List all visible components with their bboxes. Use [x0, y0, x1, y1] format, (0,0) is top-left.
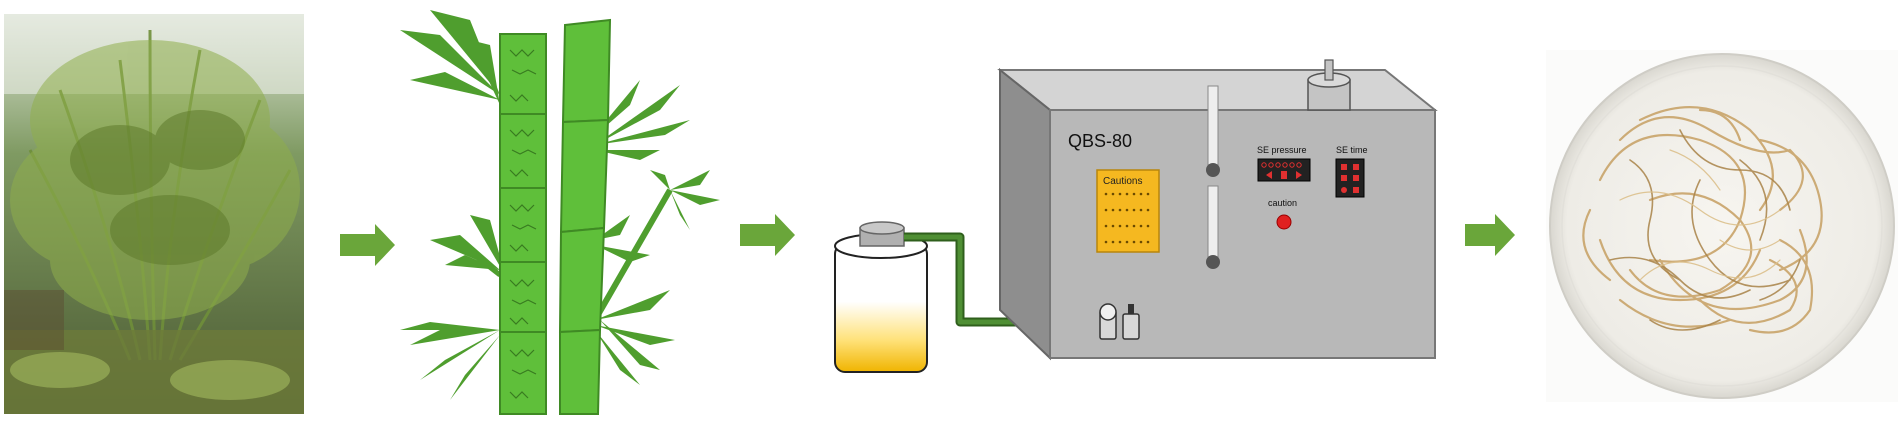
- se-pressure-display: [1257, 158, 1311, 182]
- caution-indicator-label: caution: [1268, 198, 1297, 208]
- cautions-label: Cautions: [1103, 176, 1142, 187]
- bamboo-photo: [4, 14, 304, 414]
- bamboo-fiber-bundle: [1582, 106, 1823, 334]
- caution-indicator-light: [1276, 214, 1292, 230]
- fiber-dish-photo: [1546, 50, 1898, 402]
- se-time-label: SE time: [1336, 145, 1368, 155]
- se-time-display: [1335, 158, 1365, 198]
- flow-arrow-1: [340, 224, 395, 266]
- flow-arrow-2: [740, 214, 795, 256]
- water-tank: [834, 221, 928, 373]
- cautions-panel: Cautions: [1096, 169, 1160, 253]
- se-pressure-label: SE pressure: [1257, 145, 1307, 155]
- flow-arrow-3: [1465, 214, 1515, 256]
- steam-explosion-machine: QBS-80 Cautions SE pressure SE time: [997, 59, 1438, 361]
- machine-model-label: QBS-80: [1068, 131, 1132, 151]
- bamboo-illustration: [400, 10, 720, 415]
